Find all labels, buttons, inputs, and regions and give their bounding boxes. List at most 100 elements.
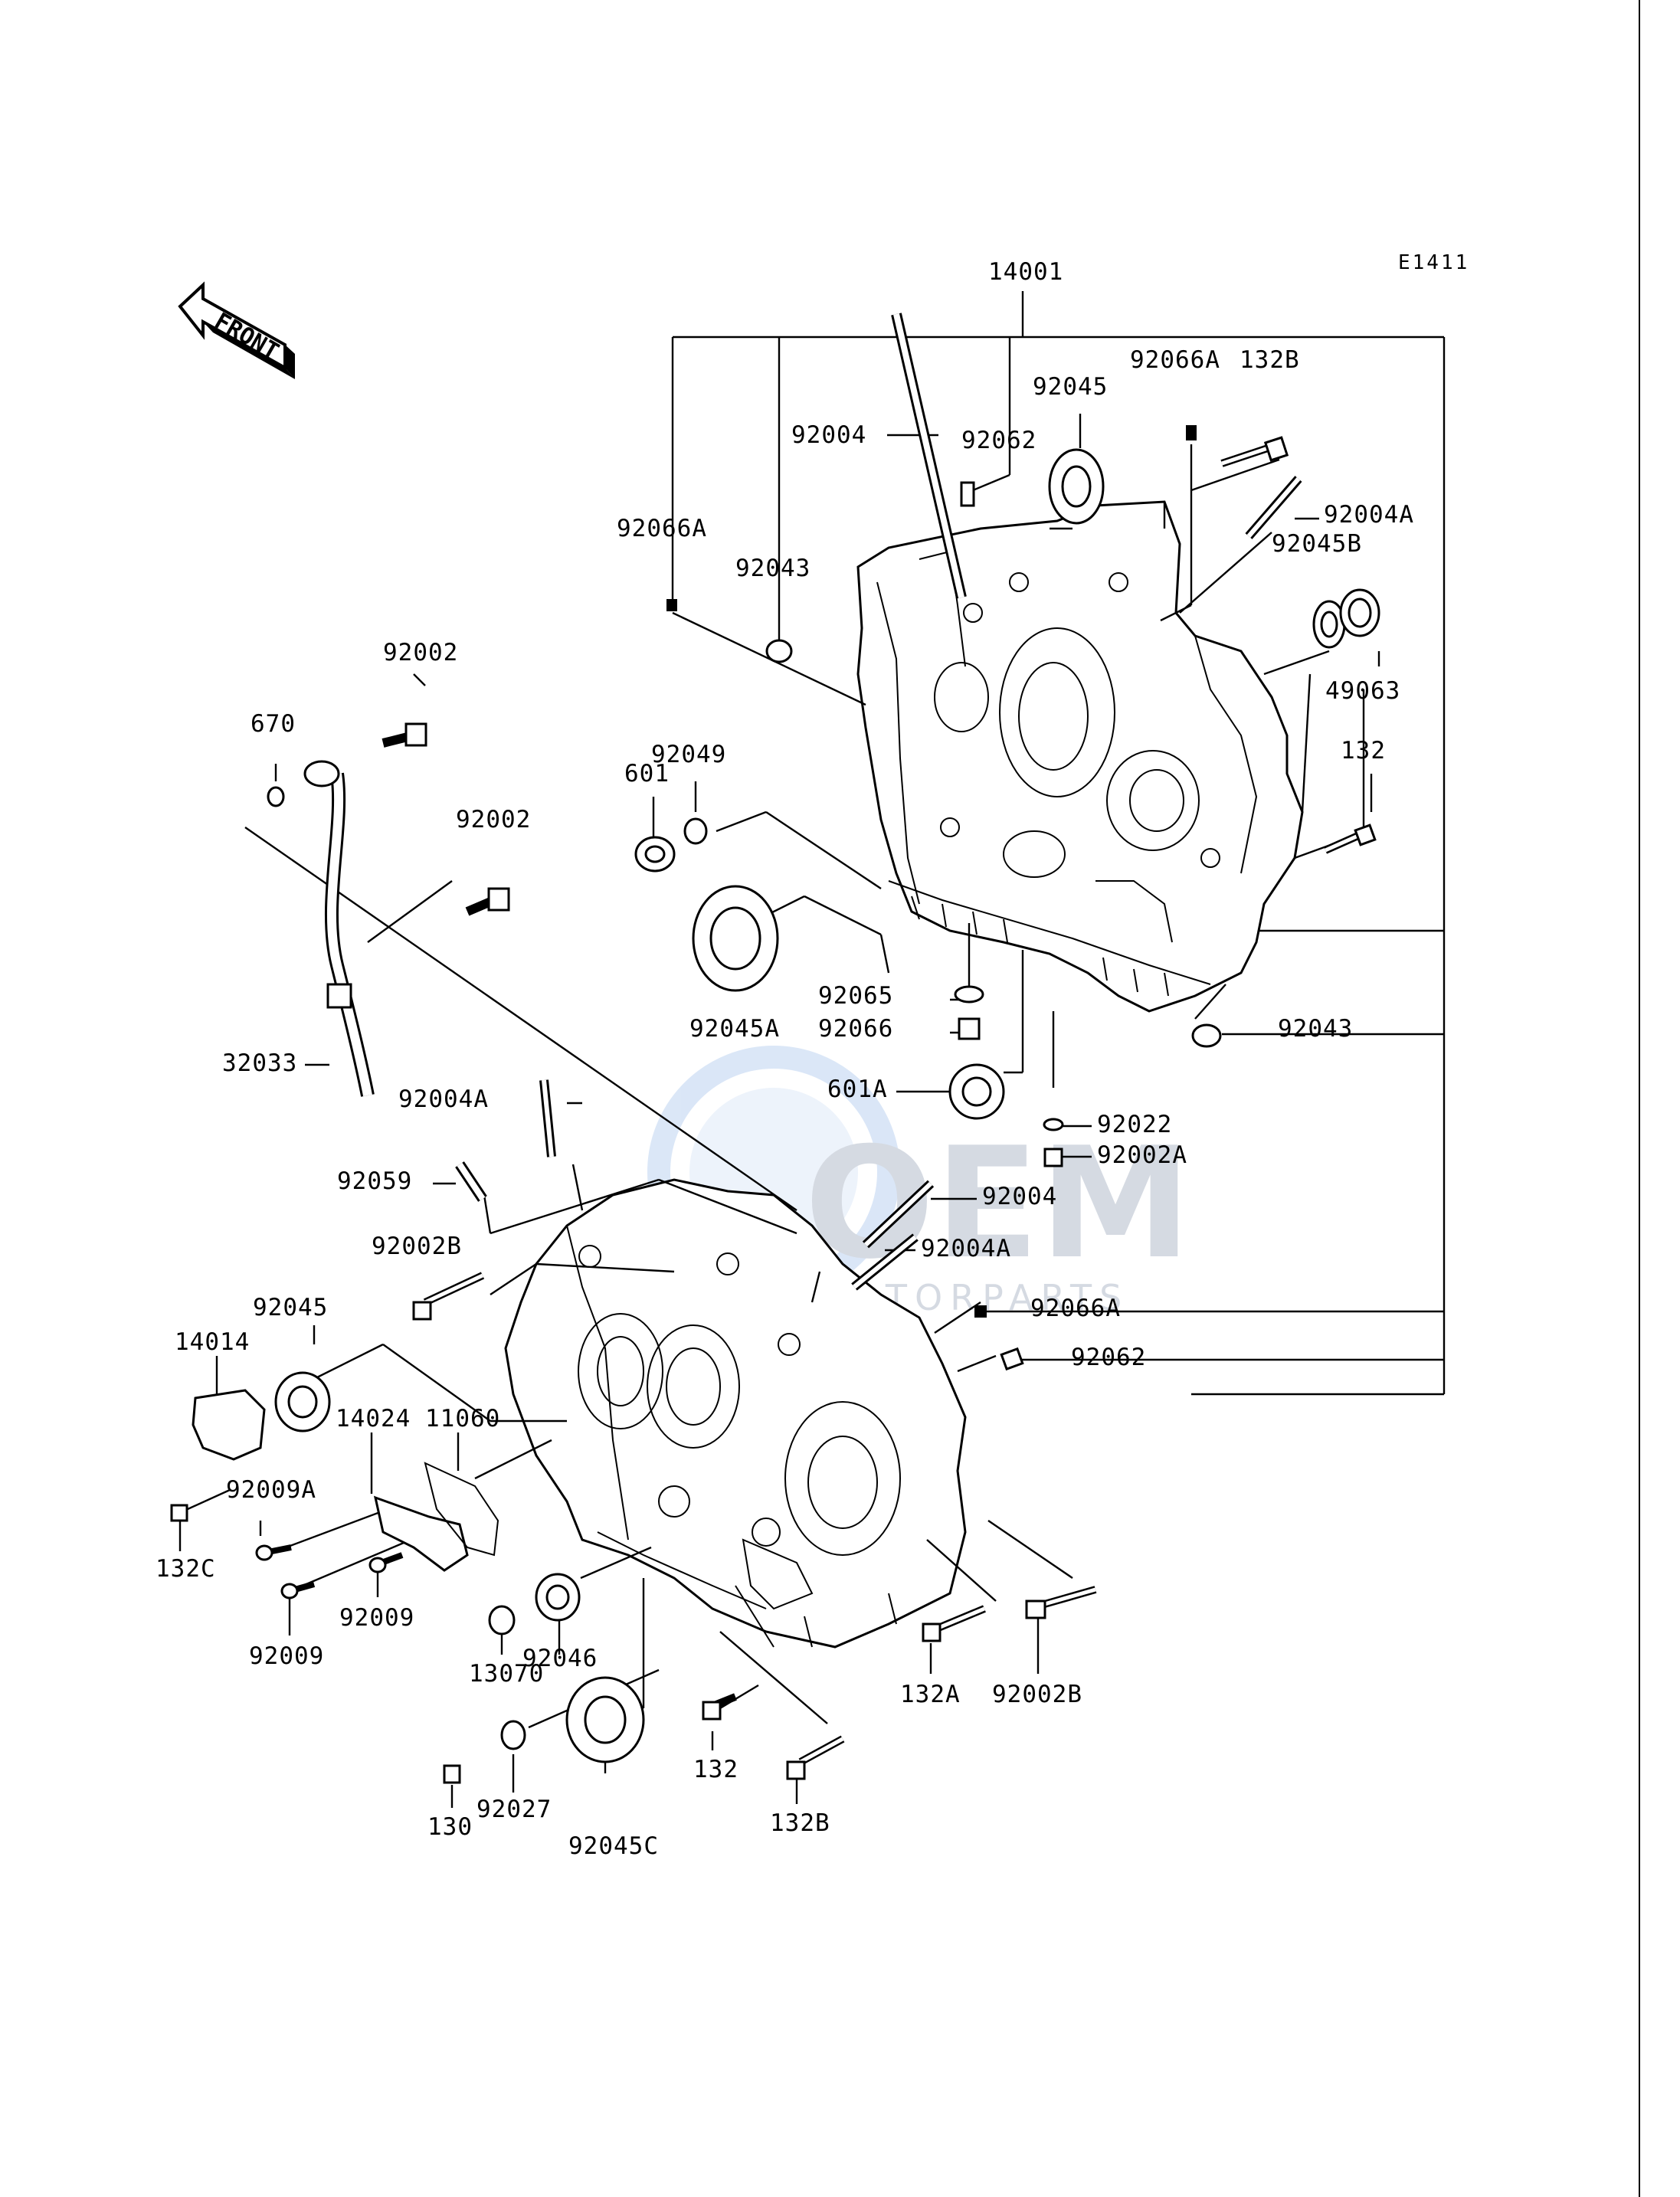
bolt-92002B-left (412, 1272, 485, 1321)
label-132B-low: 132B (770, 1809, 830, 1837)
bolt-92002B-right (1025, 1586, 1097, 1619)
group-bracket-14001 (671, 291, 1446, 1396)
label-92004-mid: 92004 (982, 1183, 1057, 1210)
lower-crankcase-half (504, 1178, 967, 1649)
label-92009-low: 92009 (249, 1642, 324, 1670)
label-670: 670 (251, 710, 296, 738)
stud-92004-top (891, 313, 967, 599)
stud-92004A-top (1245, 476, 1302, 539)
label-92004-top: 92004 (791, 421, 866, 449)
label-11060: 11060 (425, 1405, 500, 1432)
dowel-92062-low (1000, 1347, 1024, 1371)
watermark-brand: OEM (804, 1115, 1192, 1293)
label-132C: 132C (156, 1555, 216, 1583)
label-92045-left: 92045 (253, 1294, 328, 1321)
label-92027: 92027 (476, 1796, 552, 1823)
label-13070: 13070 (469, 1660, 544, 1688)
bolt-92002-b (465, 887, 510, 916)
label-92045A: 92045A (689, 1015, 780, 1043)
parts (170, 313, 1380, 1784)
diagram-code: E1411 (1398, 251, 1469, 274)
label-132B-top: 132B (1240, 346, 1300, 374)
plug-92066A-left (666, 599, 677, 611)
bearing-92045C (565, 1676, 645, 1763)
oring-670 (267, 786, 285, 807)
label-92045-top: 92045 (1033, 373, 1108, 401)
label-14014: 14014 (175, 1328, 250, 1356)
label-92045C: 92045C (568, 1832, 659, 1860)
label-130: 130 (427, 1813, 473, 1841)
dowel-92062-top (960, 481, 975, 507)
bolt-92002-a (382, 722, 427, 748)
stud-92004A-mid (539, 1079, 556, 1157)
plug-92066A-low (974, 1305, 987, 1318)
label-132-right: 132 (1341, 737, 1386, 765)
bolt-130 (443, 1764, 461, 1784)
label-92009-mid: 92009 (339, 1604, 414, 1632)
bolt-132B-top (1220, 436, 1289, 467)
washer-92065 (954, 985, 984, 1004)
bolt-132A (922, 1605, 986, 1642)
bolt-92002A (1043, 1148, 1063, 1167)
label-92062-top: 92062 (961, 427, 1036, 454)
pipe-32033 (303, 760, 375, 1097)
bearing-92045A (692, 885, 779, 992)
label-92004A-low: 92004A (921, 1235, 1011, 1262)
front-label: FRONT (210, 308, 283, 365)
screw-92009-mid (368, 1552, 404, 1573)
label-92002B-left: 92002B (372, 1233, 462, 1260)
label-92066A-low: 92066A (1030, 1295, 1121, 1322)
bolt-132-right (1323, 823, 1377, 854)
label-49063: 49063 (1325, 677, 1400, 705)
cover-14014 (192, 1389, 266, 1461)
bearing-601A (948, 1063, 1005, 1120)
label-92004A-top: 92004A (1324, 501, 1414, 529)
dowel-92043-top (765, 639, 793, 663)
bearing-92045B (1312, 600, 1346, 649)
label-92066A-left: 92066A (617, 515, 707, 542)
cap-13070 (488, 1605, 516, 1635)
washer-92049 (683, 817, 708, 845)
label-92043-right: 92043 (1278, 1015, 1353, 1043)
stud-92004-mid (862, 1180, 935, 1249)
label-92046: 92046 (522, 1645, 598, 1672)
seal-49063 (1339, 588, 1380, 637)
screw-92009-low (280, 1581, 316, 1599)
label-92002-b: 92002 (456, 806, 531, 833)
plug-92066A-top (1186, 425, 1197, 440)
label-132-low: 132 (693, 1756, 738, 1783)
label-14024: 14024 (336, 1405, 411, 1432)
front-arrow-icon: FRONT (178, 281, 295, 379)
label-92002B-right: 92002B (992, 1681, 1082, 1708)
drain-plug-92066 (958, 1017, 981, 1040)
label-14001: 14001 (988, 258, 1063, 286)
stud-92004A-low (851, 1233, 919, 1291)
label-92045B: 92045B (1272, 530, 1362, 558)
label-32033: 32033 (222, 1049, 297, 1077)
gasket-11060 (424, 1462, 499, 1557)
label-92049: 92049 (651, 741, 726, 768)
leader-lines (178, 414, 1380, 1808)
label-92009A: 92009A (226, 1476, 316, 1504)
part-labels: 14001 92066A 132B 92045 92004 92062 9206… (156, 258, 1414, 1860)
label-601A: 601A (827, 1076, 888, 1103)
label-92062-low: 92062 (1071, 1344, 1146, 1371)
bolt-132B-low (786, 1735, 845, 1780)
bearing-92045-left (274, 1371, 331, 1432)
label-92066A-top: 92066A (1130, 346, 1220, 374)
label-92022: 92022 (1097, 1111, 1172, 1138)
bearing-92045-top (1048, 448, 1105, 525)
label-92059: 92059 (337, 1167, 412, 1195)
bolt-132C (170, 1504, 188, 1522)
label-92002A: 92002A (1097, 1141, 1187, 1169)
label-132A: 132A (900, 1681, 961, 1708)
label-601: 601 (624, 760, 670, 787)
bolt-132-low (702, 1693, 737, 1721)
cover-14024 (373, 1495, 469, 1572)
pin-92059 (455, 1161, 487, 1202)
upper-crankcase-half (856, 500, 1304, 1013)
label-92065: 92065 (818, 982, 893, 1010)
label-92002-a: 92002 (383, 639, 458, 666)
label-92066: 92066 (818, 1015, 893, 1043)
